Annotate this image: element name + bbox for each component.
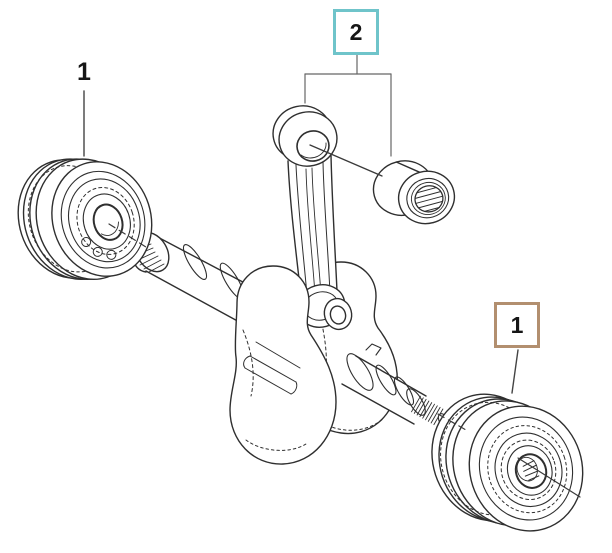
needle-bearing[interactable] [367, 150, 460, 236]
callout-2-label: 2 [349, 18, 363, 45]
crankshaft-right-shaft[interactable] [341, 343, 452, 431]
rod-to-needle-bearing-leader [309, 144, 383, 177]
callout-1-right-leader [511, 349, 519, 394]
axis-lines [108, 223, 581, 498]
callout-2-bracket [304, 54, 392, 157]
crank-web-near[interactable] [229, 265, 337, 465]
bore-spline-hatch [522, 460, 540, 481]
callout-1-right-label: 1 [510, 311, 524, 338]
connecting-rod[interactable] [268, 101, 350, 333]
ball-bearing-right[interactable] [416, 369, 599, 553]
callout-2-box[interactable]: 2 [333, 9, 379, 55]
callout-1-left[interactable]: 1 [77, 58, 91, 86]
needle-rollers [414, 187, 444, 212]
crank-pin[interactable] [321, 296, 355, 333]
ball-bearing-left[interactable] [3, 137, 166, 299]
callout-1-right-box[interactable]: 1 [494, 302, 540, 348]
